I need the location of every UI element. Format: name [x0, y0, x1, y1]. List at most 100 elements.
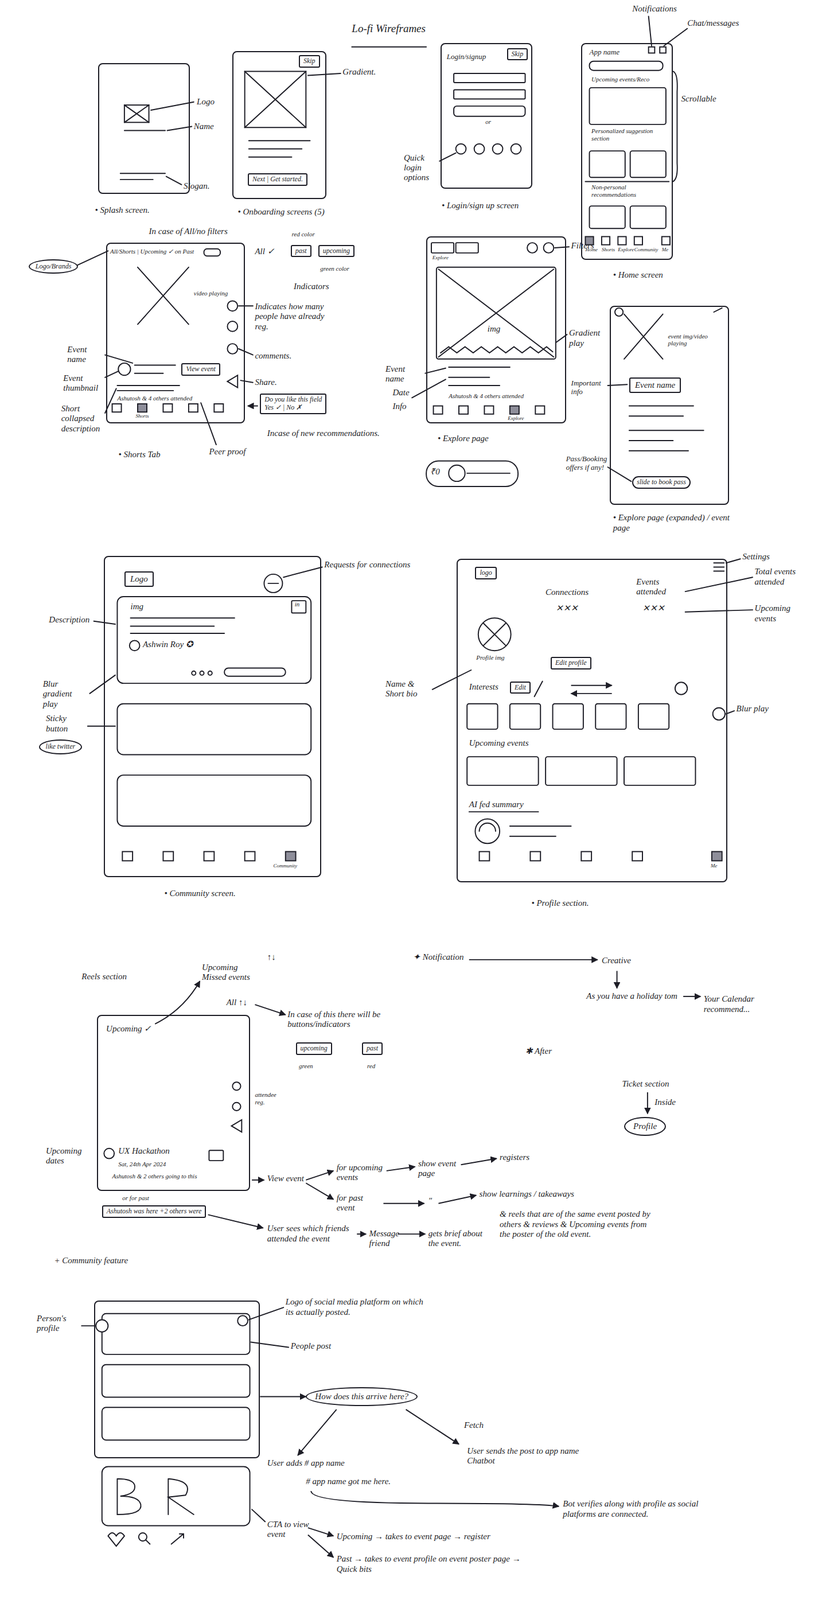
annotation-label: Name & Short bio: [385, 679, 432, 700]
sketch-rect: [595, 703, 626, 730]
sketch-circle: [675, 682, 688, 695]
screen-frame: • Profile section.logoEdit profileEdit: [456, 558, 727, 883]
node-text: Event name: [634, 380, 676, 391]
sketch-rect: [458, 406, 469, 415]
annotation-label: CTA to view event: [267, 1519, 317, 1540]
sketch-circle: [478, 617, 512, 651]
annotation-label: ↑↓: [267, 952, 276, 962]
annotation-label: Explore: [507, 415, 524, 422]
node-text: • Home screen: [613, 270, 664, 280]
sketch-rect: [581, 851, 592, 861]
sketch-line: [238, 305, 253, 307]
sketch-circle: [232, 1102, 241, 1111]
sketch-line: [248, 156, 292, 158]
annotation-label: Requests for connections: [324, 559, 427, 570]
sketch-circle: [191, 671, 196, 676]
button-box: Next | Get started.: [247, 173, 308, 186]
annotation-label: for upcoming events: [336, 1162, 386, 1183]
sketch-line: [351, 46, 427, 48]
annotation-label: ✱ After: [525, 1046, 552, 1057]
annotation-label: Short collapsed description: [61, 403, 105, 434]
sketch-circle: [474, 143, 485, 155]
sketch-rect: [426, 461, 518, 487]
annotation-label: in: [294, 600, 300, 609]
sketch-rect: [188, 403, 198, 412]
annotation-label: # app name got me here.: [305, 1476, 403, 1487]
sketch-line: [685, 609, 753, 613]
annotation-label: In case of All/no filters: [149, 226, 228, 237]
circled-note: Profile: [624, 1116, 666, 1136]
sketch-line: [585, 180, 669, 182]
sketch-rect: [589, 61, 664, 71]
button-box: Skip: [298, 55, 321, 68]
node-text: Next | Get started.: [252, 175, 303, 184]
annotation-label: Gradient play: [569, 328, 609, 349]
sketch-rect: [466, 756, 539, 786]
annotation-label: UX Hackathon: [118, 1146, 170, 1156]
annotation-label: Your Calendar recommend...: [703, 994, 775, 1015]
annotation-label: Indicates how many people have already r…: [254, 301, 339, 332]
sketch-rect: [484, 406, 494, 415]
flow-arrow: [251, 1179, 264, 1181]
sketch-rect: [601, 236, 610, 245]
annotation-label: Profile img: [476, 653, 505, 662]
sketch-rect: [431, 242, 454, 253]
node-text: Edit: [514, 683, 527, 692]
flow-arrow: [647, 1092, 649, 1114]
node-text: • Profile section.: [531, 898, 589, 909]
node-text: Profile: [633, 1121, 657, 1132]
button-box: logo: [474, 566, 497, 580]
annotation-label: Reels section: [81, 971, 127, 982]
flow-arrow: [310, 1490, 559, 1507]
flow-arrow: [397, 1233, 426, 1235]
node-text: How does this arrive here?: [314, 1391, 409, 1402]
sketch-line: [248, 139, 311, 142]
sketch-line: [629, 405, 694, 407]
annotation-label: ₹0: [430, 466, 440, 477]
sketch-line: [167, 126, 193, 131]
sketch-line: [168, 1478, 194, 1515]
sketch-rect: [530, 851, 541, 861]
annotation-label: img: [487, 324, 501, 334]
sketch-rect: [102, 1364, 251, 1398]
annotation-label: Community: [634, 246, 659, 253]
node-text: View event: [185, 365, 216, 374]
sketch-line: [130, 625, 215, 627]
sketch-line: [238, 348, 253, 356]
sketch-line: [629, 429, 704, 431]
sketch-rect: [453, 106, 525, 117]
flow-arrow: [247, 405, 259, 407]
sketch-line: [432, 669, 472, 690]
annotation-label: Me: [710, 862, 718, 869]
sketch-line: [250, 1342, 289, 1348]
node-text: Skip: [303, 57, 316, 66]
node-text: like twitter: [45, 742, 76, 751]
sketch-line: [479, 823, 496, 832]
annotation-label: Event name: [67, 344, 104, 365]
button-box: Event name: [629, 377, 681, 393]
annotation-label: Pass/Booking offers if any!: [566, 454, 607, 473]
sketch-line: [124, 104, 150, 123]
annotation-label: ✦ Notification: [413, 952, 464, 962]
sketch-line: [283, 566, 323, 578]
sketch-line: [248, 148, 302, 150]
annotation-label: attendee reg.: [254, 1091, 286, 1106]
button-box: Skip: [507, 48, 529, 61]
annotation-label: Logo: [196, 96, 215, 107]
annotation-label: red color: [291, 230, 315, 239]
annotation-label: Connections: [545, 587, 589, 598]
sketch-line: [672, 71, 677, 182]
annotation-label: User sends the post to app name Chatbot: [466, 1446, 580, 1467]
annotation-label: Ashutosh & 4 others attended: [448, 392, 524, 400]
sketch-rect: [102, 1466, 251, 1526]
flow-arrow: [154, 980, 200, 1024]
flow-arrow: [254, 1004, 286, 1015]
sketch-circle: [129, 640, 140, 651]
annotation-label: Name: [193, 121, 214, 132]
annotation-label: Inside: [654, 1097, 676, 1108]
flow-arrow: [383, 1202, 424, 1205]
flow-arrow: [308, 1534, 334, 1558]
sketch-rect: [291, 600, 306, 613]
sketch-circle: [456, 143, 467, 155]
sketch-rect: [624, 756, 696, 786]
